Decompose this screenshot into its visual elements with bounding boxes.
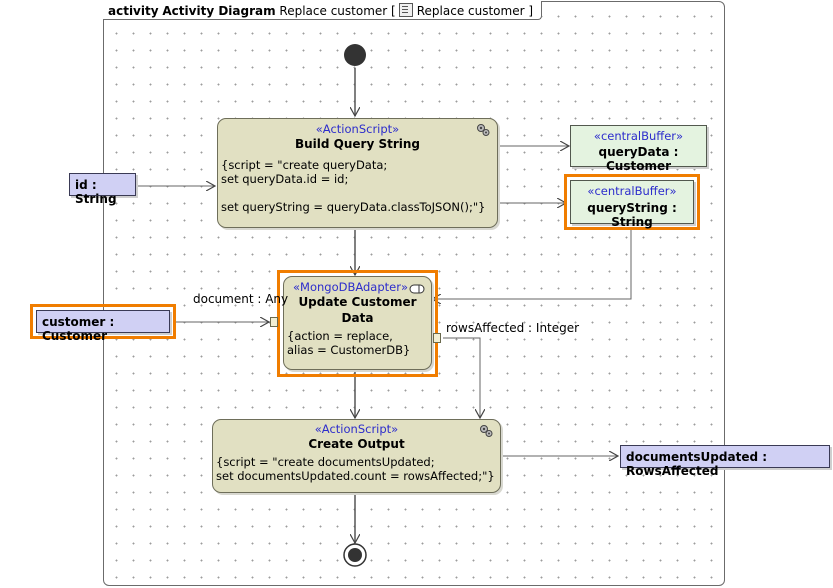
object-documents-updated[interactable]: documentsUpdated : RowsAffected bbox=[620, 445, 830, 478]
update-highlight bbox=[277, 270, 438, 377]
output-stereotype: «ActionScript» bbox=[314, 422, 399, 436]
querystring-label: queryString : String bbox=[587, 201, 677, 229]
build-title: Build Query String bbox=[294, 137, 421, 151]
update-title-line2: Data bbox=[341, 311, 374, 325]
flow-querystring-to-update bbox=[432, 229, 632, 299]
querystring-stereotype: «centralBuffer» bbox=[587, 184, 677, 198]
build-body: {script = "create queryData; set queryDa… bbox=[221, 158, 486, 214]
customer-highlight bbox=[30, 304, 176, 339]
frame-header: activity Activity Diagram Replace custom… bbox=[103, 1, 543, 20]
pin-rows-affected[interactable] bbox=[433, 333, 441, 343]
action-build-query-string[interactable]: «ActionScript» Build Query String {scrip… bbox=[217, 118, 498, 228]
diagram-reference-icon bbox=[398, 3, 413, 17]
update-title-line1: Update Customer bbox=[298, 295, 417, 309]
action-create-output[interactable]: «ActionScript» Create Output {script = "… bbox=[212, 419, 501, 493]
object-customer[interactable]: customer : Customer bbox=[36, 310, 170, 343]
querydata-stereotype: «centralBuffer» bbox=[593, 129, 684, 143]
frame-bracket-close: ] bbox=[528, 4, 534, 18]
frame-kind: activity bbox=[108, 4, 159, 18]
action-update-customer-data[interactable]: «MongoDBAdapter» Update Customer Data {a… bbox=[283, 276, 432, 370]
frame-reference: Replace customer bbox=[416, 4, 525, 18]
frame-name: Replace customer bbox=[279, 4, 388, 18]
adapter-icon bbox=[409, 284, 425, 294]
gears-icon bbox=[477, 124, 490, 136]
pin-rows-affected-label: rowsAffected : Integer bbox=[446, 321, 580, 335]
gears-icon bbox=[480, 425, 493, 437]
querystring-highlight bbox=[564, 174, 700, 230]
update-body: {action = replace, alias = CustomerDB} bbox=[287, 329, 411, 357]
activity-final-node-core bbox=[348, 548, 362, 562]
central-buffer-querydata[interactable]: «centralBuffer» queryData : Customer bbox=[570, 125, 707, 173]
output-title: Create Output bbox=[308, 437, 405, 451]
central-buffer-querystring[interactable]: «centralBuffer» queryString : String bbox=[570, 180, 694, 229]
update-stereotype: «MongoDBAdapter» bbox=[292, 280, 409, 294]
pin-document[interactable] bbox=[270, 317, 278, 327]
object-id[interactable]: id : String bbox=[69, 173, 136, 206]
initial-node bbox=[344, 44, 366, 66]
build-stereotype: «ActionScript» bbox=[315, 122, 400, 136]
output-body: {script = "create documentsUpdated; set … bbox=[216, 455, 495, 483]
pin-document-label: document : Any bbox=[193, 292, 289, 306]
flow-rowsaffected-to-output bbox=[443, 337, 480, 418]
frame-bracket-open: [ bbox=[391, 4, 396, 18]
querydata-label: queryData : Customer bbox=[598, 145, 679, 173]
frame-diagram-type: Activity Diagram bbox=[162, 4, 276, 18]
